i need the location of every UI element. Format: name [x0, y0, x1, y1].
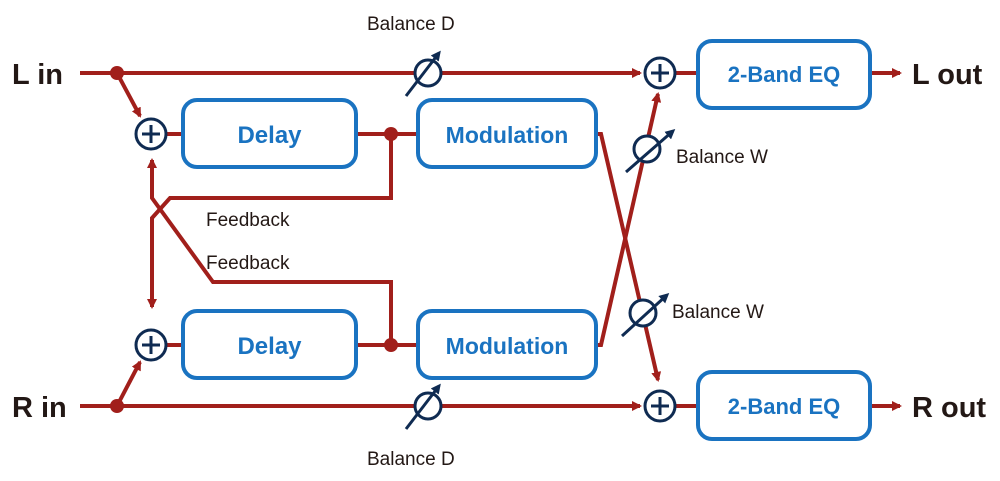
- balance-w-label-top: Balance W: [676, 147, 768, 168]
- wire-feedback-bottom: [147, 158, 393, 345]
- delay-label-bottom: Delay: [237, 333, 302, 360]
- r-out-label: R out: [912, 392, 986, 424]
- feedback-label-bottom: Feedback: [206, 253, 290, 274]
- knob-arrow-icon: [625, 129, 676, 174]
- modulation-label-top: Modulation: [446, 122, 569, 148]
- wire-feedback-top: [147, 134, 393, 309]
- eq-block-top: 2-Band EQ: [696, 39, 872, 110]
- wire-l-split: [115, 72, 142, 118]
- plus-circle-icon: [643, 389, 677, 423]
- knob-arrow-icon: [404, 383, 443, 430]
- plus-circle-icon: [134, 117, 168, 151]
- plus-circle-icon: [643, 56, 677, 90]
- modulation-block-bottom: Modulation: [416, 309, 598, 380]
- delay-block-top: Delay: [181, 98, 358, 169]
- modulation-label-bottom: Modulation: [446, 333, 569, 359]
- eq-label-bottom: 2-Band EQ: [728, 394, 840, 419]
- l-out-label: L out: [912, 59, 983, 91]
- eq-block-bottom: 2-Band EQ: [696, 370, 872, 441]
- eq-label-top: 2-Band EQ: [728, 62, 840, 87]
- junction-dot-r-in: [110, 399, 124, 413]
- delay-label-top: Delay: [237, 122, 302, 149]
- balance-d-label-top: Balance D: [367, 14, 455, 35]
- knob-arrow-icon: [620, 292, 670, 338]
- junction-dot-bottom-tap: [384, 338, 398, 352]
- r-in-label: R in: [12, 392, 67, 424]
- balance-d-label-bottom: Balance D: [367, 449, 455, 470]
- modulation-block-top: Modulation: [416, 98, 598, 169]
- wire-r-split: [115, 360, 142, 407]
- feedback-label-top: Feedback: [206, 210, 290, 231]
- plus-circle-icon: [134, 328, 168, 362]
- delay-block-bottom: Delay: [181, 309, 358, 380]
- junction-dot-top-tap: [384, 127, 398, 141]
- l-in-label: L in: [12, 59, 63, 91]
- junction-dot-l-in: [110, 66, 124, 80]
- balance-w-label-bottom: Balance W: [672, 302, 764, 323]
- knob-arrow-icon: [404, 50, 443, 97]
